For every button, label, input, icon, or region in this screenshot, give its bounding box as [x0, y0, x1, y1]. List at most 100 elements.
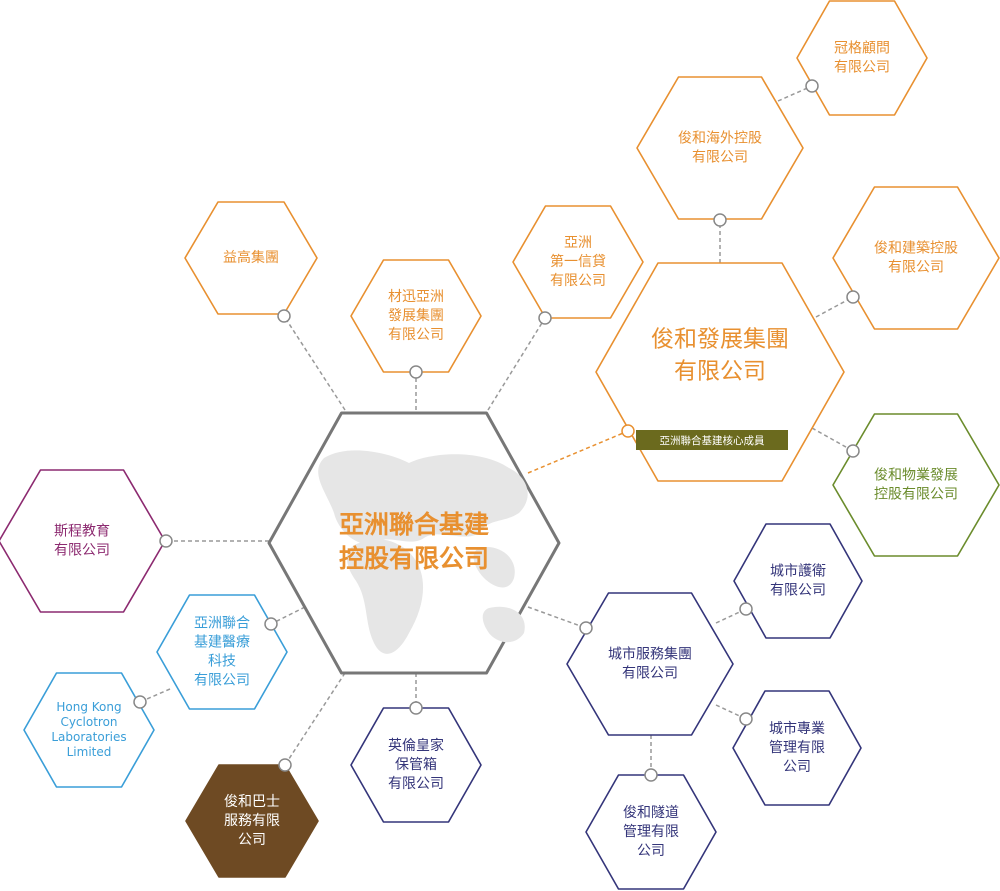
connector-dot [805, 79, 819, 93]
hexagon-shape [595, 262, 845, 482]
hex-label-line: 俊和海外控股 [678, 131, 762, 147]
connector-dot [264, 617, 278, 631]
hexagon-shape [832, 186, 1000, 330]
hex-label-line: 服務有限 [224, 813, 280, 829]
connector-dot [409, 365, 423, 379]
hexagon-shape [566, 592, 734, 736]
hex-node-yigao: 益高集團 [184, 201, 318, 315]
connector-line [811, 427, 854, 452]
hexagon-shape [156, 594, 288, 710]
connector-dot [644, 768, 658, 782]
core-member-badge [636, 430, 788, 450]
hex-label-line: 控股有限公司 [874, 487, 958, 503]
connector-dot [739, 602, 753, 616]
connector-line [715, 608, 747, 624]
connector-dot [538, 311, 552, 325]
connector-line [527, 606, 587, 629]
hex-label-line: 有限公司 [194, 673, 250, 689]
hex-label-line: 有限公司 [888, 260, 944, 276]
hex-label-line: 有限公司 [54, 543, 110, 559]
hex-label-line: 保管箱 [395, 757, 437, 773]
connector-dot [133, 695, 147, 709]
hex-label-line: 俊和巴士 [224, 794, 280, 810]
hex-label-line: Cyclotron [60, 715, 117, 729]
hex-label-line: 俊和隧道 [623, 805, 679, 821]
hexagon-shape [0, 469, 166, 613]
hexagon-shape [832, 413, 1000, 557]
connector-line [815, 296, 854, 318]
hexagon-shape [585, 774, 717, 890]
connector-dot [409, 701, 423, 715]
hex-label-line: 控股有限公司 [339, 544, 489, 573]
hex-label-line: 有限公司 [622, 666, 678, 682]
hex-label-line: 亞洲 [564, 235, 592, 251]
hex-label-line: 有限公司 [674, 359, 766, 385]
hexagon-shape [350, 259, 482, 373]
connector-line [527, 430, 629, 474]
connector-line [139, 688, 171, 703]
hexagon-shape [733, 523, 863, 639]
hexagon-shape [636, 76, 804, 220]
hex-label-line: 有限公司 [388, 327, 444, 343]
hex-label-line: 亞洲聯合 [194, 616, 250, 632]
hex-label-line: 俊和物業發展 [874, 468, 958, 484]
connector-dot [278, 758, 292, 772]
hex-label-line: 有限公司 [388, 776, 444, 792]
connector-dot [739, 712, 753, 726]
hex-label-line: 城市服務集團 [608, 646, 692, 663]
connector-dot [713, 213, 727, 227]
world-map-shape [482, 606, 525, 643]
hex-label-line: 基建醫療 [194, 634, 250, 651]
hex-label-line: 第一信貸 [550, 253, 606, 270]
hexagon-shape [23, 672, 155, 788]
hex-label-line: 有限公司 [770, 583, 826, 599]
hex-label-line: 冠格顧問 [834, 41, 890, 57]
hex-label-line: 管理有限 [623, 824, 679, 840]
hexagon-shape [350, 707, 482, 823]
connector-dot [579, 621, 593, 635]
hex-label-line: 俊和發展集團 [651, 327, 789, 353]
connector-dot [277, 309, 291, 323]
hex-label-line: 有限公司 [834, 60, 890, 76]
hex-label-line: 有限公司 [692, 150, 748, 166]
world-map-shape [473, 547, 515, 588]
hex-label-line: Limited [67, 745, 112, 759]
world-map-shape [347, 538, 424, 654]
hex-label-line: 發展集團 [388, 307, 444, 324]
hex-label-line: 科技 [208, 654, 236, 670]
connector-dots [133, 79, 860, 782]
hex-label-line: 英倫皇家 [388, 737, 444, 754]
hex-label-line: 材迅亞洲 [388, 289, 444, 305]
hexagon-shape [796, 0, 928, 116]
hexagon-shape [184, 201, 318, 315]
hex-label-line: 公司 [238, 832, 266, 848]
hexagon-shape [732, 690, 862, 806]
connector-dot [621, 424, 635, 438]
connector-line [284, 672, 346, 766]
connector-line [283, 315, 346, 411]
hex-label-line: 管理有限 [769, 740, 825, 756]
core-member-badge-text: 亞洲聯合基建核心成員 [660, 434, 765, 447]
hex-label-line: 益高集團 [223, 249, 279, 266]
hexagon-shape [185, 764, 319, 878]
hex-label-line: Hong Kong [56, 700, 121, 714]
hex-label-line: 城市護衛 [770, 563, 826, 580]
connector-line [715, 704, 747, 720]
world-map-shape [318, 450, 528, 544]
